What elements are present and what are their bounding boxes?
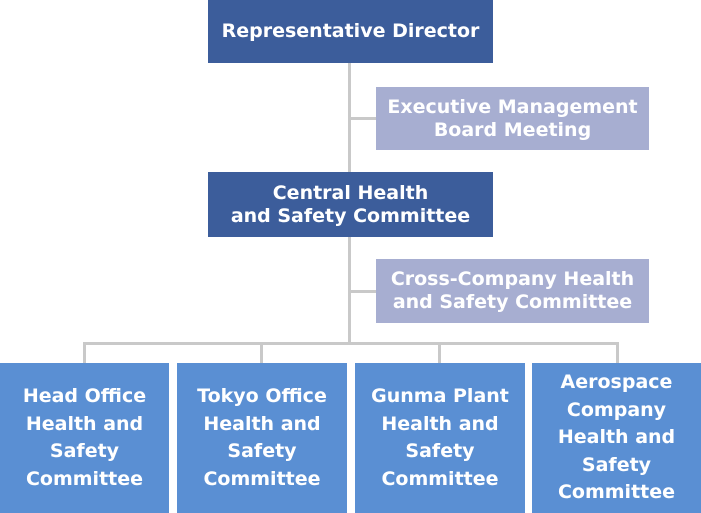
bottom-horizontal-connector [83, 342, 619, 345]
branch-cross-company-connector [348, 290, 376, 293]
central-health-safety-committee-label: Central Health and Safety Committee [230, 181, 471, 227]
drop-connector-aerospace [616, 342, 619, 363]
tokyo-office-committee-label: Tokyo Office Health and Safety Committee [197, 385, 327, 490]
gunma-plant-committee-box: Gunma Plant Health and Safety Committee [355, 363, 525, 513]
central-health-safety-committee-box: Central Health and Safety Committee [208, 172, 493, 237]
drop-connector-tokyo-office [260, 342, 263, 363]
cross-company-committee-label: Cross-Company Health and Safety Committe… [390, 268, 635, 313]
executive-management-board-box: Executive Management Board Meeting [376, 87, 649, 150]
executive-management-board-label: Executive Management Board Meeting [387, 95, 638, 141]
gunma-plant-committee-label: Gunma Plant Health and Safety Committee [371, 385, 509, 490]
drop-connector-head-office [83, 342, 86, 363]
aerospace-committee-label: Aerospace Company Health and Safety Comm… [557, 371, 676, 504]
cross-company-committee-box: Cross-Company Health and Safety Committe… [376, 259, 649, 323]
aerospace-committee-box: Aerospace Company Health and Safety Comm… [532, 363, 701, 513]
drop-connector-gunma-plant [438, 342, 441, 363]
tokyo-office-committee-box: Tokyo Office Health and Safety Committee [177, 363, 347, 513]
branch-executive-connector [348, 117, 376, 120]
representative-director-label: Representative Director [221, 20, 480, 42]
representative-director-box: Representative Director [208, 0, 493, 63]
head-office-committee-box: Head Office Health and Safety Committee [0, 363, 169, 513]
head-office-committee-label: Head Office Health and Safety Committee [22, 385, 147, 490]
